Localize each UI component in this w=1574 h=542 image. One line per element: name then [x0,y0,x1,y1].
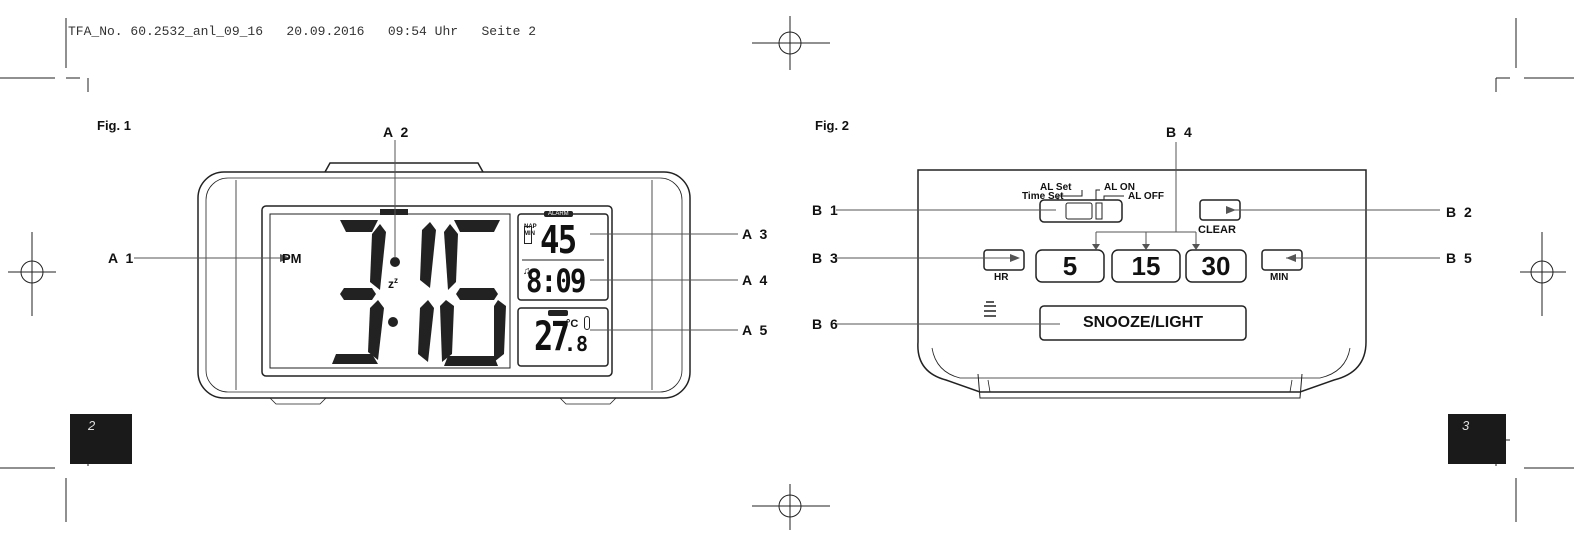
nap-15-button[interactable]: 15 [1131,251,1161,281]
countdown-digits: 45 [540,218,577,262]
page-number-left: 2 [70,414,132,464]
label-a3: A 3 [742,226,770,242]
alarm-time-digits: 8:09 [526,262,586,300]
label-b1: B 1 [812,202,840,218]
snooze-z-text: z [388,277,394,291]
snooze-light-button[interactable]: SNOOZE/LIGHT [1083,314,1203,331]
digit-1-segments [418,222,436,362]
label-b6: B 6 [812,316,840,332]
hourglass-icon [524,226,532,244]
clear-button[interactable] [1200,200,1240,220]
hr-button-label: HR [994,272,1009,283]
label-b5: B 5 [1446,250,1474,266]
min-text: MIN [524,231,535,237]
label-a5: A 5 [742,322,770,338]
speaker-icon [982,300,998,320]
hr-button[interactable] [984,250,1024,270]
fig2-title: Fig. 2 [815,118,849,133]
label-a1: A 1 [108,250,136,266]
alarm-tab: ALARM [544,211,573,217]
nap-30-button[interactable]: 30 [1201,251,1231,281]
print-slug-line: TFA_No. 60.2532_anl_09_16 20.09.2016 09:… [68,24,537,39]
switch-label-time-set: Time Set [1022,191,1064,202]
pm-indicator: PM [282,251,302,266]
page-number-right: 3 [1448,414,1506,464]
fig1-title: Fig. 1 [97,118,131,133]
label-a2: A 2 [383,124,411,140]
switch-label-al-set: AL Set [1040,182,1072,193]
mode-slide-switch[interactable] [1040,200,1122,222]
min-button[interactable] [1262,250,1302,270]
nap-text: NAP [524,224,537,230]
temperature-decimal: .8 [564,332,589,356]
label-a4: A 4 [742,272,770,288]
switch-label-al-on: AL ON [1104,182,1135,193]
thermometer-icon [584,316,590,330]
label-b3: B 3 [812,250,840,266]
snooze-z-sup: z [394,276,398,285]
digit-3-segments [332,220,386,364]
temperature-unit: °C [566,318,579,330]
switch-label-al-off: AL OFF [1128,191,1164,202]
temp-tab [548,310,568,316]
bell-icon: ♫ [523,266,531,277]
label-b2: B 2 [1446,204,1474,220]
temperature-digits: 27 [534,314,570,360]
digit-6-segments [440,220,506,366]
clear-button-label: CLEAR [1198,224,1236,236]
min-button-label: MIN [1270,272,1289,283]
label-b4: B 4 [1166,124,1194,140]
snooze-z-indicator: zz [388,276,398,291]
nap-5-button[interactable]: 5 [1062,251,1078,281]
